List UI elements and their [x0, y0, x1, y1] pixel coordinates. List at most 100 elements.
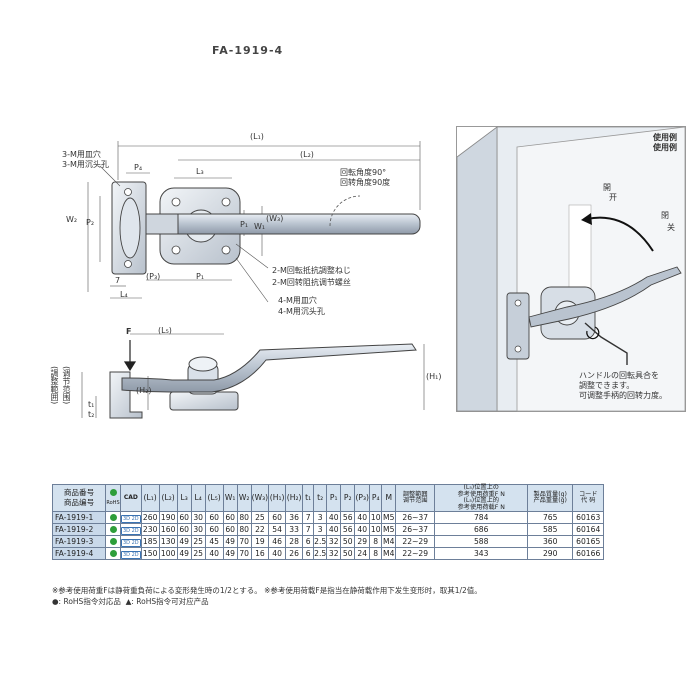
value-cell: 46: [268, 535, 287, 548]
range-cell: 26~37: [395, 511, 436, 524]
rohs-cell: [105, 511, 121, 524]
value-cell: 36: [285, 511, 304, 524]
usage-illustration: [456, 126, 686, 412]
value-cell: 33: [285, 523, 304, 536]
close-label-zh: 关: [667, 223, 675, 232]
value-cell: 28: [285, 535, 304, 548]
cad-download-icon[interactable]: 3D 2D: [121, 514, 141, 523]
load-cell: 343: [434, 547, 529, 560]
value-cell: 56: [340, 511, 356, 524]
header-col-9: (H₂): [285, 484, 304, 512]
value-cell: 60: [176, 523, 192, 536]
dim-L3: L₃: [196, 167, 204, 176]
footnote-legend: ●: RoHS指令対応品 ▲: RoHS指令可对应产品: [52, 597, 209, 607]
code-cell: 60165: [572, 535, 605, 548]
value-cell: 260: [140, 511, 160, 524]
header-col-3: L₄: [190, 484, 206, 512]
value-cell: 190: [158, 511, 178, 524]
part-number-cell: FA-1919-1: [52, 511, 106, 524]
screw-note-zh: 2-M回转阻抗调节螺丝: [272, 278, 351, 287]
value-cell: 49: [176, 547, 192, 560]
part-number-cell: FA-1919-4: [52, 547, 106, 560]
value-cell: 6: [302, 535, 315, 548]
header-col-14: (P₃): [354, 484, 371, 512]
value-cell: 40: [268, 547, 287, 560]
dim-P3: (P₃): [146, 272, 161, 281]
value-cell: 24: [354, 547, 371, 560]
mass-cell: 585: [527, 523, 574, 536]
value-cell: 60: [204, 511, 224, 524]
value-cell: 130: [158, 535, 178, 548]
rohs-cell: [105, 535, 121, 548]
value-cell: 19: [250, 535, 270, 548]
adjust-note-ja2: 調整できます。: [579, 381, 635, 390]
value-cell: 50: [340, 535, 356, 548]
rohs-icon: [109, 489, 117, 496]
value-cell: 160: [158, 523, 178, 536]
load-cell: 784: [434, 511, 529, 524]
code-cell: 60166: [572, 547, 605, 560]
header-col-5: W₁: [222, 484, 238, 512]
value-cell: 54: [268, 523, 287, 536]
range-cell: 26~37: [395, 523, 436, 536]
value-cell: 32: [326, 535, 342, 548]
value-cell: 50: [340, 547, 356, 560]
value-cell: 70: [236, 535, 252, 548]
adjust-note-ja1: ハンドルの回転具合を: [579, 371, 659, 380]
mass-cell: 360: [527, 535, 574, 548]
value-cell: 49: [222, 535, 238, 548]
header-col-10: t₁: [302, 484, 315, 512]
header-col-7: (W₃): [250, 484, 270, 512]
header-cad: CAD: [120, 484, 142, 512]
value-cell: 100: [158, 547, 178, 560]
header-pn-zh: 商品编号: [63, 498, 95, 507]
header-rohs-label: RoHS: [106, 500, 120, 506]
cad-cell: 3D 2D: [120, 523, 142, 536]
rotation-note-ja: 回転角度90°: [340, 168, 387, 177]
mass-cell: 765: [527, 511, 574, 524]
header-part-number: 商品番号 商品编号: [52, 484, 106, 512]
adjust-range-zh: (调节范围): [62, 366, 71, 405]
adjust-range-ja: (調整範囲): [50, 366, 59, 405]
code-cell: 60164: [572, 523, 605, 536]
cad-download-icon[interactable]: 3D 2D: [121, 526, 141, 535]
cad-cell: 3D 2D: [120, 511, 142, 524]
dim-L5: (L₅): [158, 326, 172, 335]
value-cell: 10: [369, 511, 383, 524]
dim-W1: W₁: [254, 222, 266, 231]
usage-example-panel: 使用例 使用例 開 开 閉 关 ハンドルの回転具合を 調整できます。 可调整手柄…: [456, 126, 686, 412]
dim-L4: L₄: [120, 290, 128, 299]
rohs-cell: [105, 547, 121, 560]
header-col-12: P₁: [326, 484, 342, 512]
value-cell: 16: [250, 547, 270, 560]
dim-W2: W₂: [66, 215, 78, 224]
code-cell: 60163: [572, 511, 605, 524]
usage-title-ja: 使用例: [653, 133, 677, 142]
dim-W3: (W₃): [266, 214, 284, 223]
cad-download-icon[interactable]: 3D 2D: [121, 538, 141, 547]
value-cell: 2.5: [313, 547, 328, 560]
legend-rohs-optional: ▲: RoHS指令可对应产品: [125, 597, 209, 606]
cad-download-icon[interactable]: 3D 2D: [121, 550, 141, 559]
value-cell: 49: [222, 547, 238, 560]
load-cell: 686: [434, 523, 529, 536]
value-cell: 80: [236, 523, 252, 536]
dim-L2: (L₂): [300, 150, 314, 159]
force-label: F: [126, 327, 132, 336]
value-cell: 6: [302, 547, 315, 560]
value-cell: 230: [140, 523, 160, 536]
rohs-dot-icon: [109, 550, 117, 557]
load-cell: 588: [434, 535, 529, 548]
open-label-ja: 開: [603, 183, 611, 192]
header-col-13: P₂: [340, 484, 356, 512]
value-cell: 56: [340, 523, 356, 536]
header-col-15: P₄: [369, 484, 383, 512]
value-cell: 45: [204, 535, 224, 548]
part-number-cell: FA-1919-2: [52, 523, 106, 536]
hole-note-ja: 3-M用皿穴: [62, 150, 101, 159]
